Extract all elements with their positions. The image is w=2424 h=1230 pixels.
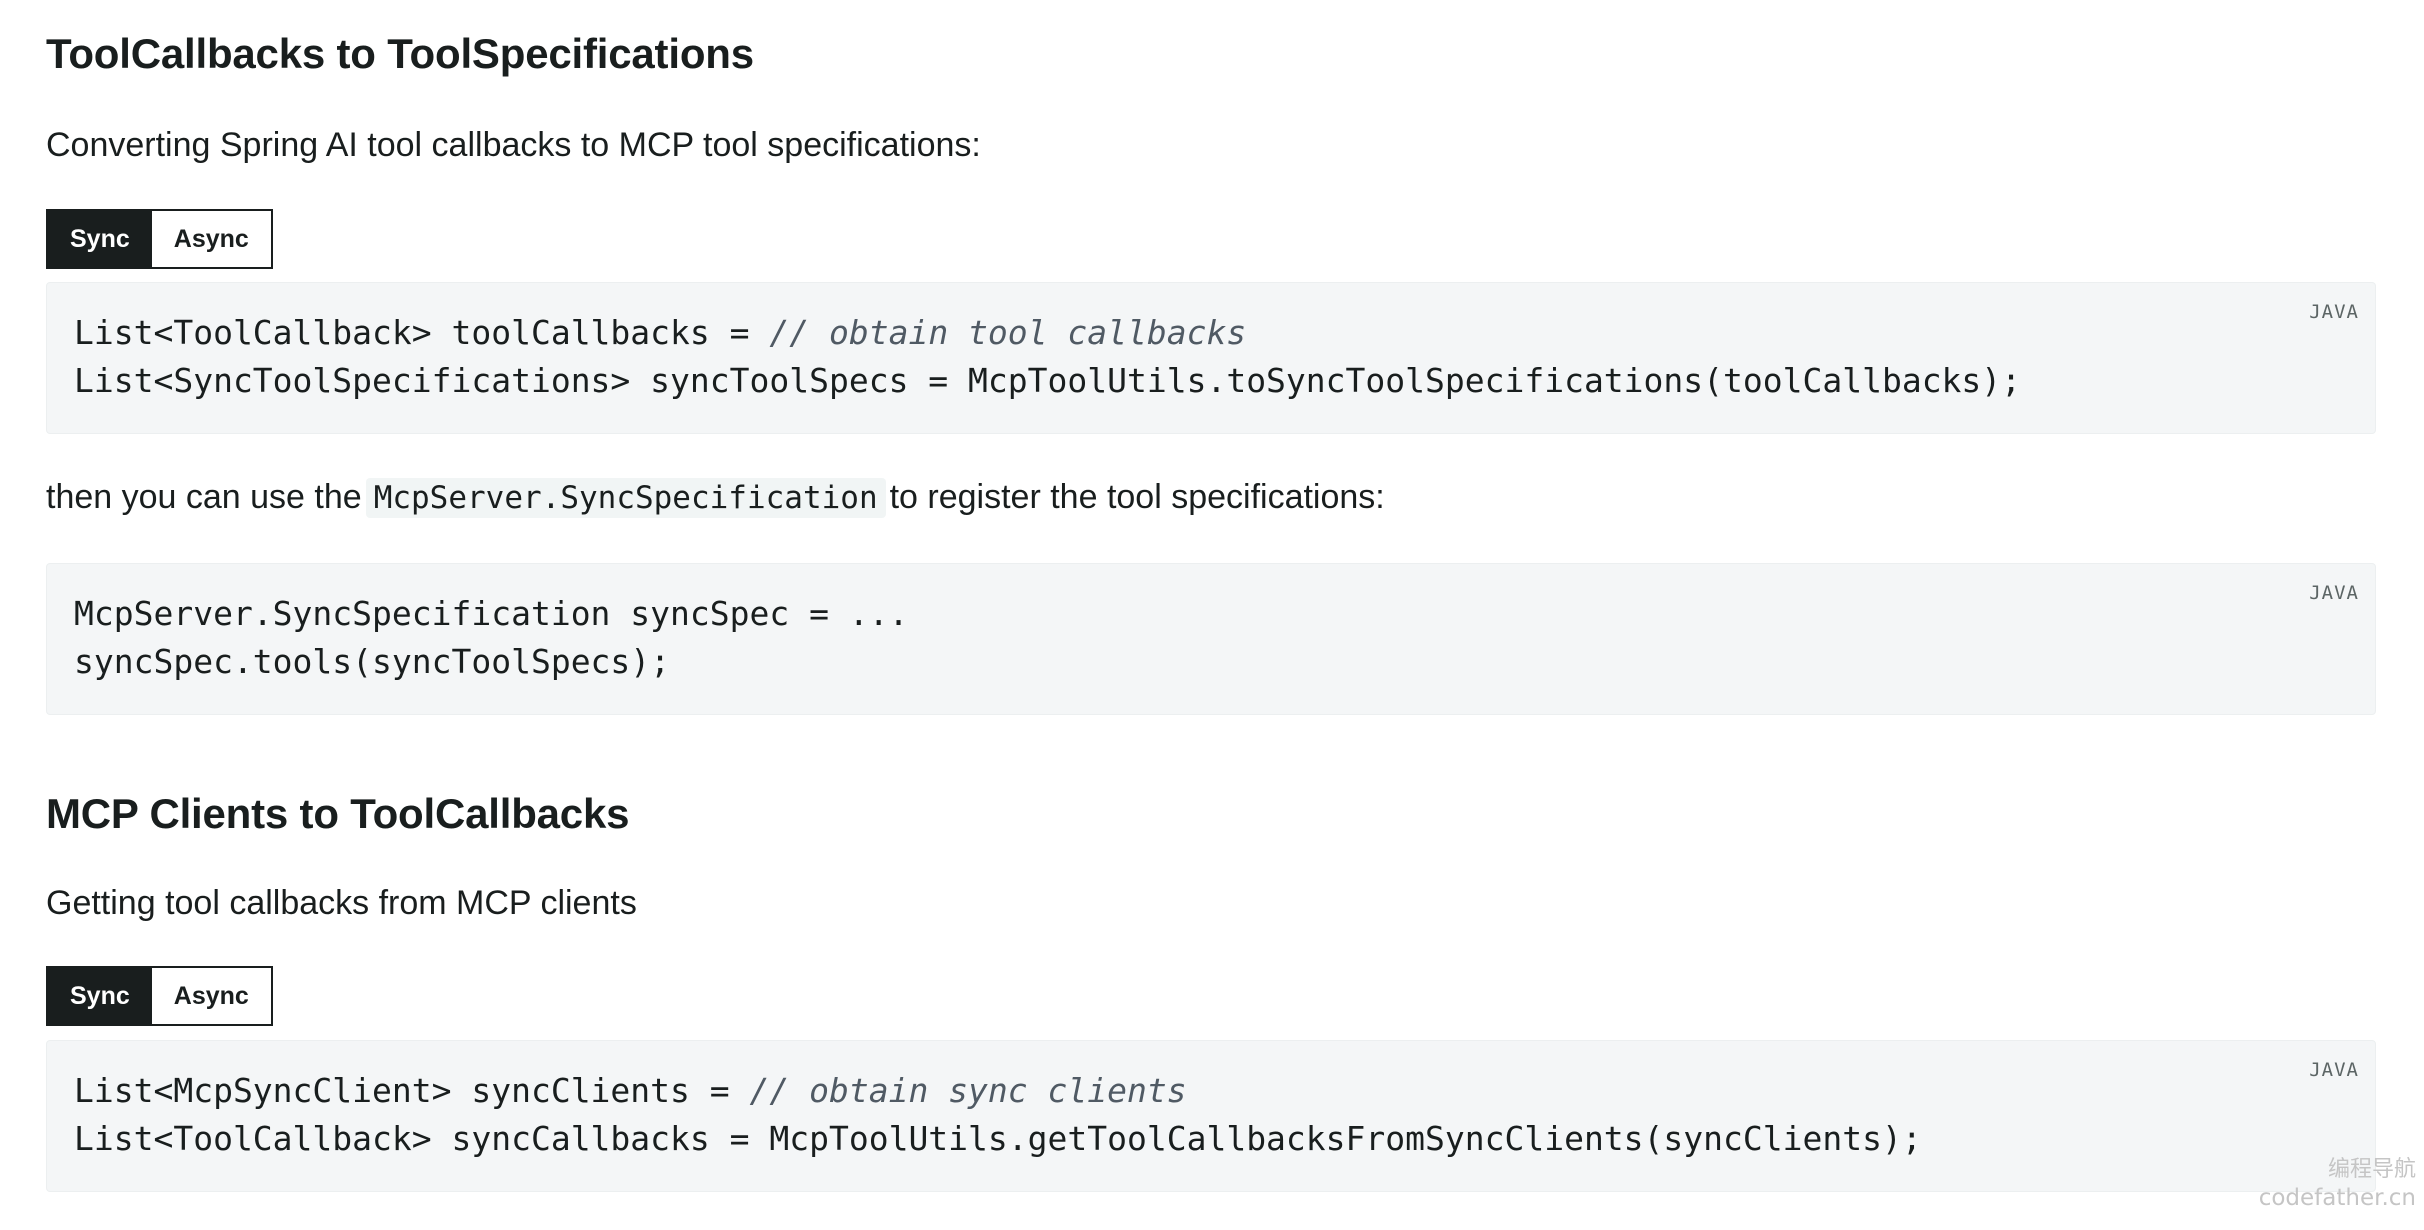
section-intro-text: Getting tool callbacks from MCP clients — [46, 884, 637, 922]
code-line: McpServer.SyncSpecification syncSpec = .… — [74, 594, 909, 633]
watermark-line-2: codefather.cn — [2258, 1185, 2416, 1211]
section-intro-text: Converting Spring AI tool callbacks to M… — [46, 126, 981, 164]
code-content: List<ToolCallback> toolCallbacks = // ob… — [74, 309, 2021, 405]
tab-async[interactable]: Async — [151, 968, 271, 1024]
section-heading-mcp-clients-to-toolcallbacks: MCP Clients to ToolCallbacks — [46, 790, 630, 837]
tab-async[interactable]: Async — [151, 211, 271, 267]
code-line: List<ToolCallback> toolCallbacks = // ob… — [74, 313, 1247, 352]
watermark-line-1: 编程导航 — [2327, 1157, 2416, 1182]
watermark: 编程导航 codefather.cn — [2259, 1156, 2416, 1212]
tab-sync[interactable]: Sync — [48, 211, 152, 267]
code-block-tool-specifications: JAVA List<ToolCallback> toolCallbacks = … — [46, 282, 2376, 434]
code-language-label: JAVA — [2309, 582, 2359, 604]
code-content: McpServer.SyncSpecification syncSpec = .… — [74, 590, 908, 686]
code-tabs-sync-async: Sync Async — [46, 209, 273, 269]
code-line: List<McpSyncClient> syncClients = // obt… — [74, 1071, 1187, 1110]
code-line: List<ToolCallback> syncCallbacks = McpTo… — [74, 1119, 1922, 1158]
code-language-label: JAVA — [2309, 301, 2359, 323]
code-line: List<SyncToolSpecifications> syncToolSpe… — [74, 361, 2022, 400]
code-language-label: JAVA — [2309, 1059, 2359, 1081]
code-block-register-specifications: JAVA McpServer.SyncSpecification syncSpe… — [46, 563, 2376, 715]
section-heading-toolcallbacks-to-toolspecifications: ToolCallbacks to ToolSpecifications — [46, 30, 754, 77]
code-comment: // obtain sync clients — [749, 1071, 1187, 1110]
tab-sync[interactable]: Sync — [48, 968, 152, 1024]
code-content: List<McpSyncClient> syncClients = // obt… — [74, 1067, 1922, 1163]
inline-code-sync-specification: McpServer.SyncSpecification — [365, 478, 886, 518]
code-comment: // obtain tool callbacks — [769, 313, 1247, 352]
code-line: syncSpec.tools(syncToolSpecs); — [74, 642, 671, 681]
code-tabs-sync-async: Sync Async — [46, 966, 273, 1026]
code-block-tool-callbacks-from-clients: JAVA List<McpSyncClient> syncClients = /… — [46, 1040, 2376, 1192]
